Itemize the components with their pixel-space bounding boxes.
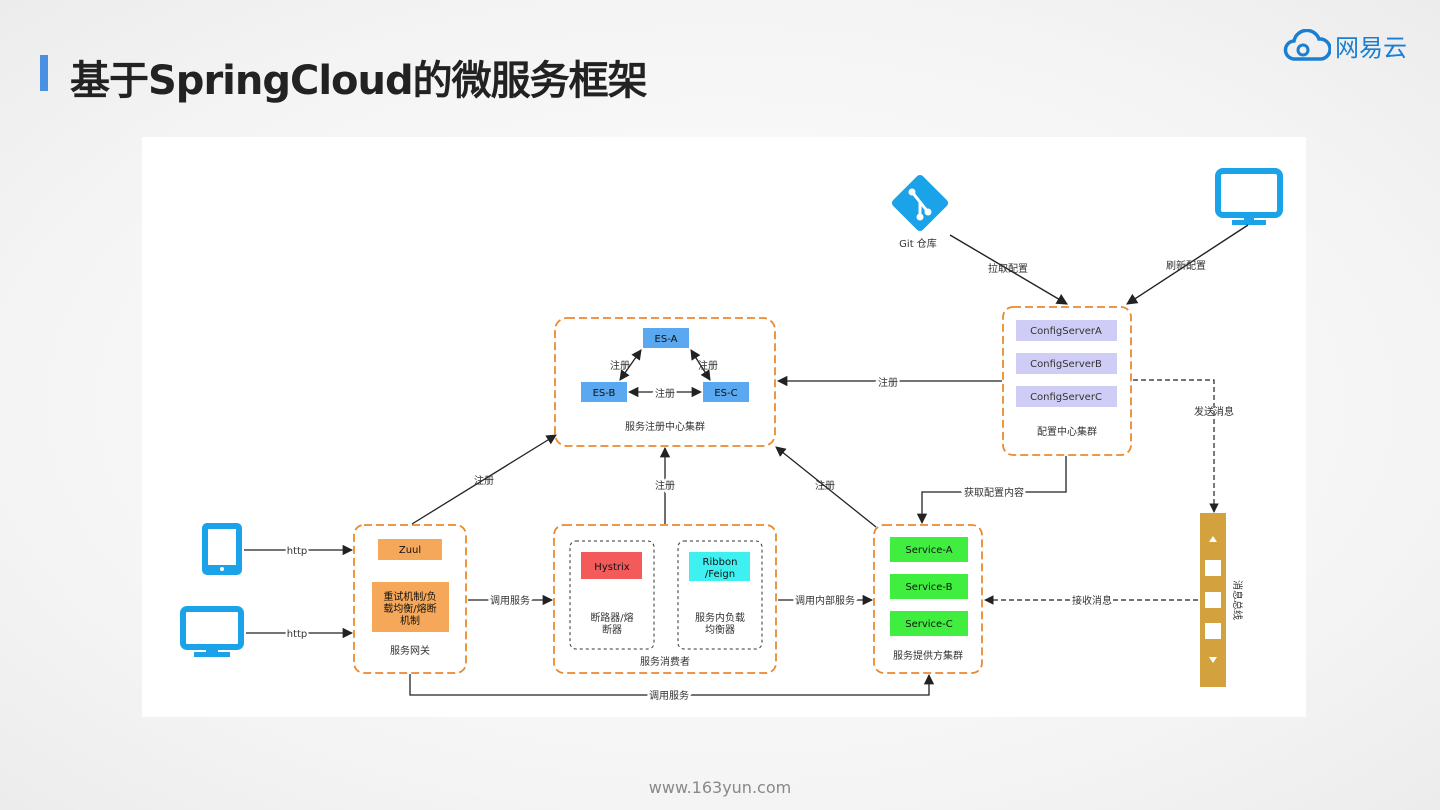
zuul-label: Zuul <box>399 545 421 556</box>
config-server-a-label: ConfigServerA <box>1030 326 1102 337</box>
ribbon-node <box>689 552 750 581</box>
es-c-label: ES-C <box>714 388 737 399</box>
gateway-label: 服务网关 <box>390 644 430 657</box>
http-label-desktop: http <box>287 629 308 640</box>
diagram-canvas <box>142 137 1306 717</box>
monitor-icon <box>1215 168 1283 225</box>
config-server-c <box>1016 386 1117 407</box>
service-b-label: Service-B <box>905 582 952 593</box>
ribbon-label: Ribbon/Feign <box>703 557 738 580</box>
consumer-label: 服务消费者 <box>640 655 690 668</box>
git-label: Git 仓库 <box>899 237 937 250</box>
service-a-node <box>890 537 968 562</box>
registry-cluster-label: 服务注册中心集群 <box>625 420 705 433</box>
gateway-feature-label: 重试机制/负载均衡/熔断机制 <box>383 590 436 627</box>
es-c-node <box>703 382 749 402</box>
tablet-icon <box>202 523 242 575</box>
desktop-icon <box>180 606 244 657</box>
git-icon <box>891 174 949 232</box>
pull-config-label: 拉取配置 <box>988 262 1028 275</box>
register-label-gateway: 注册 <box>474 474 494 487</box>
logo-text: 网易云 <box>1335 34 1407 62</box>
es-b-node <box>581 382 627 402</box>
footer-url: www.163yun.com <box>648 778 792 797</box>
lb-box <box>677 540 763 650</box>
gateway-feature-node <box>372 582 449 632</box>
call-internal-label: 调用内部服务 <box>795 594 855 607</box>
lb-label: 服务内负载均衡器 <box>695 611 745 636</box>
consumer-box <box>553 524 777 674</box>
provider-cluster-box <box>873 524 983 674</box>
config-cluster-label: 配置中心集群 <box>1037 425 1097 438</box>
es-a-label: ES-A <box>655 334 678 345</box>
config-server-b-label: ConfigServerB <box>1030 359 1102 370</box>
config-server-c-label: ConfigServerC <box>1030 392 1102 403</box>
config-cluster-box <box>1002 306 1132 456</box>
register-label-bc: 注册 <box>655 387 675 400</box>
logo: 网易云 <box>1283 28 1407 63</box>
hystrix-label: Hystrix <box>594 562 629 573</box>
http-label-tablet: http <box>287 546 308 557</box>
config-server-b <box>1016 353 1117 374</box>
register-label-provider: 注册 <box>815 479 835 492</box>
hystrix-node <box>581 552 642 579</box>
breaker-box <box>569 540 655 650</box>
message-bus-label: 消息总线 <box>1231 580 1244 620</box>
service-c-label: Service-C <box>905 619 953 630</box>
call-service-label: 调用服务 <box>490 594 530 607</box>
send-message-label: 发送消息 <box>1194 405 1234 418</box>
zuul-node <box>378 539 442 560</box>
gateway-box <box>353 524 467 674</box>
breaker-label: 断路器/熔断器 <box>590 611 633 636</box>
register-label-ac: 注册 <box>698 359 718 372</box>
page-title: 基于SpringCloud的微服务框架 <box>70 58 648 104</box>
config-server-a <box>1016 320 1117 341</box>
register-label-ab: 注册 <box>610 359 630 372</box>
es-b-label: ES-B <box>593 388 616 399</box>
service-b-node <box>890 574 968 599</box>
refresh-config-label: 刷新配置 <box>1166 259 1206 272</box>
title-accent-bar <box>40 55 48 91</box>
register-label-config: 注册 <box>878 376 898 389</box>
cloud-logo-icon <box>1283 28 1331 61</box>
es-a-node <box>643 328 689 348</box>
service-c-node <box>890 611 968 636</box>
architecture-diagram: Git 仓库 拉取配置 刷新配置 ConfigServerA ConfigSer… <box>180 168 1283 704</box>
provider-cluster-label: 服务提供方集群 <box>893 649 963 662</box>
call-service-bottom-label: 调用服务 <box>649 689 689 702</box>
receive-message-label: 接收消息 <box>1072 594 1112 607</box>
register-label-consumer: 注册 <box>655 479 675 492</box>
service-a-label: Service-A <box>905 545 952 556</box>
registry-cluster-box <box>554 317 776 447</box>
get-config-label: 获取配置内容 <box>964 486 1024 499</box>
